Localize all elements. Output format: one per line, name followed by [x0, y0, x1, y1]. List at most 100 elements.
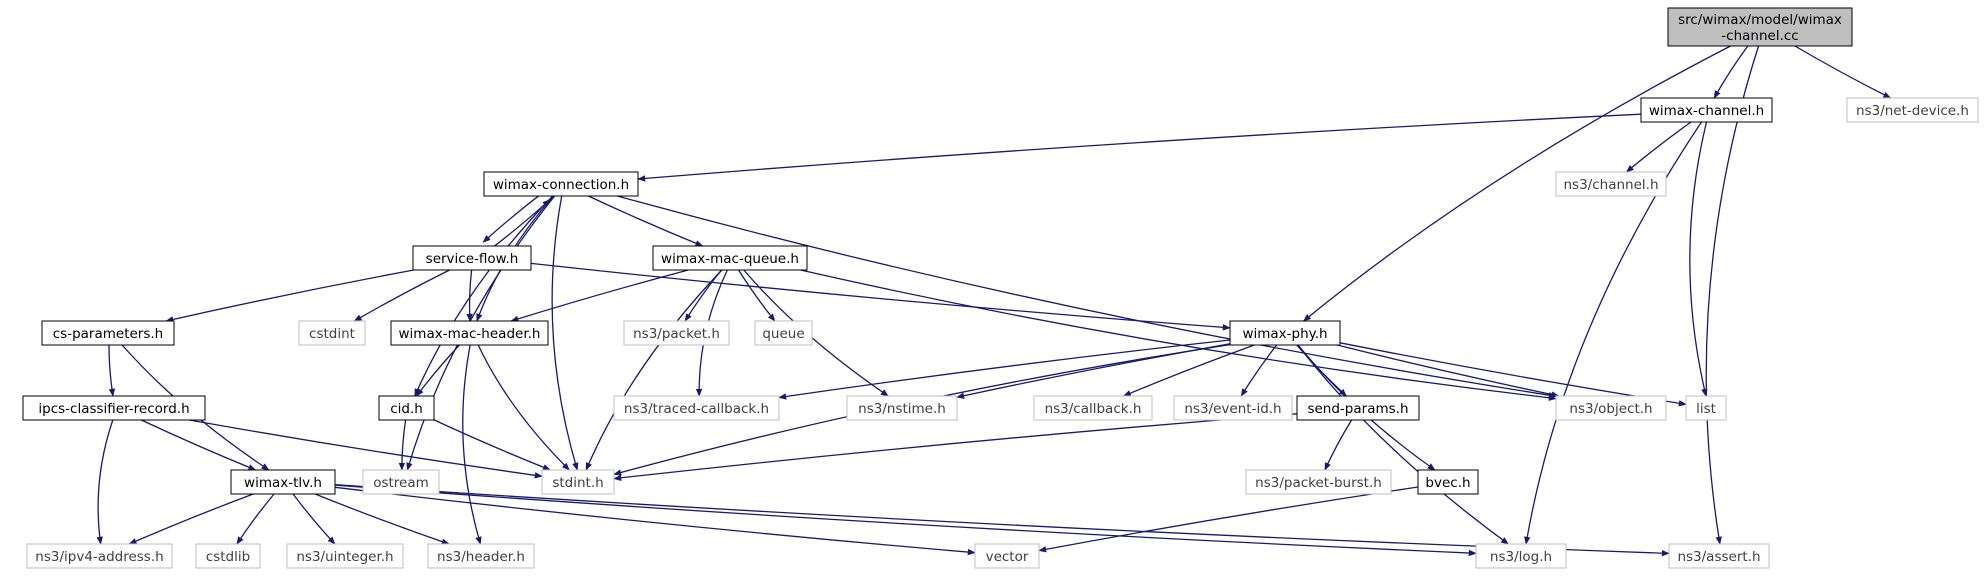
edge-ipcs-classifier-record-h-to-stdint-h [189, 419, 543, 479]
node-label: ns3/event-id.h [1184, 401, 1281, 417]
node-root-file[interactable]: src/wimax/model/wimax-channel.cc [1667, 7, 1853, 47]
edge-service-flow-h-to-cs-parameters-h [165, 269, 414, 323]
node-label: wimax-channel.h [1649, 103, 1764, 119]
node-label: queue [762, 326, 804, 342]
node-label: ns3/callback.h [1045, 401, 1142, 417]
node-label: cstdint [309, 326, 355, 342]
edge-wimax-mac-header-h-to-ns3-header-h [462, 344, 482, 545]
edge-root-to-wimax-channel-h [1713, 45, 1749, 99]
node-ns3-object-h: ns3/object.h [1555, 395, 1667, 421]
node-box [1229, 320, 1341, 346]
edge-wimax-mac-queue-h-to-ns3-object-h [800, 269, 1557, 401]
edge-root-to-ns3-net-device-h [1794, 45, 1892, 99]
node-box [1245, 469, 1392, 495]
edge-bvec-h-to-vector [1038, 486, 1419, 553]
node-wimax-channel-h[interactable]: wimax-channel.h [1640, 97, 1773, 123]
edge-service-flow-h-to-wimax-phy-h [530, 262, 1231, 331]
node-label: wimax-mac-queue.h [661, 251, 799, 267]
node-bvec-h[interactable]: bvec.h [1417, 469, 1479, 495]
nodes-layer: src/wimax/model/wimax-channel.cc wimax-ch… [22, 7, 1979, 569]
node-wimax-phy-h[interactable]: wimax-phy.h [1229, 320, 1341, 346]
edge-ipcs-classifier-record-h-to-wimax-tlv-h [141, 419, 257, 471]
edge-root-to-wimax-phy-h [1302, 45, 1731, 322]
node-cid-h[interactable]: cid.h [378, 395, 435, 421]
edge-cid-h-to-ostream [398, 419, 407, 471]
node-label: ns3/traced-callback.h [624, 401, 769, 417]
edge-wimax-mac-header-h-to-cid-h [416, 344, 460, 397]
edge-wimax-channel-h-to-ns3-channel-h [1625, 121, 1692, 173]
node-ostream: ostream [362, 469, 440, 495]
node-wimax-mac-queue-h[interactable]: wimax-mac-queue.h [652, 245, 808, 271]
node-cstdlib: cstdlib [195, 543, 261, 569]
node-box [390, 320, 549, 346]
node-stdint-h: stdint.h [541, 469, 615, 495]
node-label: ns3/net-device.h [1856, 103, 1969, 119]
node-box [1846, 97, 1979, 123]
node-box [1555, 395, 1667, 421]
node-box [230, 469, 336, 495]
node-box [846, 395, 958, 421]
node-box [1417, 469, 1479, 495]
node-box [754, 320, 813, 346]
node-label: ns3/header.h [437, 549, 525, 565]
node-label: service-flow.h [426, 251, 519, 267]
node-label: ostream [373, 475, 429, 491]
node-label: cid.h [390, 401, 423, 417]
node-box [298, 320, 366, 346]
node-ns3-event-id-h: ns3/event-id.h [1173, 395, 1293, 421]
node-ns3-log-h: ns3/log.h [1475, 543, 1567, 569]
edge-wimax-mac-header-h-to-stdint-h [477, 344, 570, 471]
node-vector: vector [974, 543, 1040, 569]
edge-wimax-mac-queue-h-to-stdint-h [585, 269, 723, 471]
edge-wimax-mac-queue-h-to-queue [738, 269, 776, 322]
node-box [1685, 395, 1727, 421]
node-label: wimax-phy.h [1242, 326, 1327, 342]
edge-service-flow-h-to-wimax-connection-h [489, 199, 551, 251]
node-box [427, 543, 535, 569]
node-wimax-connection-h[interactable]: wimax-connection.h [483, 171, 639, 197]
edge-cs-parameters-h-to-ipcs-classifier-record-h [108, 344, 116, 397]
node-cstdint: cstdint [298, 320, 366, 346]
edge-wimax-phy-h-to-ns3-nstime-h [956, 343, 1231, 399]
node-label: ns3/ipv4-address.h [35, 549, 163, 565]
edge-wimax-tlv-h-to-ns3-uinteger-h [292, 493, 336, 545]
node-ipcs-classifier-record-h[interactable]: ipcs-classifier-record.h [22, 395, 206, 421]
edge-wimax-connection-h-to-wimax-mac-queue-h [588, 195, 704, 247]
node-box [1173, 395, 1293, 421]
node-label: wimax-mac-header.h [399, 326, 541, 342]
node-cs-parameters-h[interactable]: cs-parameters.h [41, 320, 175, 346]
node-ns3-header-h: ns3/header.h [427, 543, 535, 569]
edge-wimax-mac-queue-h-to-wimax-mac-header-h [510, 269, 689, 322]
node-ns3-traced-callback-h: ns3/traced-callback.h [613, 395, 780, 421]
node-label: ns3/packet-burst.h [1255, 475, 1382, 491]
node-label: ns3/object.h [1569, 401, 1652, 417]
node-ns3-packet-burst-h: ns3/packet-burst.h [1245, 469, 1392, 495]
node-ns3-nstime-h: ns3/nstime.h [846, 395, 958, 421]
node-list: list [1685, 395, 1727, 421]
node-ns3-assert-h: ns3/assert.h [1668, 543, 1770, 569]
node-ns3-channel-h: ns3/channel.h [1555, 171, 1667, 197]
edge-send-params-h-to-ns3-packet-burst-h [1324, 419, 1353, 471]
node-label: ns3/nstime.h [858, 401, 946, 417]
node-label: bvec.h [1425, 475, 1470, 491]
edge-wimax-tlv-h-to-ns3-log-h [334, 484, 1477, 557]
edge-cid-h-to-stdint-h [433, 419, 551, 471]
node-box [1033, 395, 1153, 421]
edge-wimax-phy-h-to-ns3-log-h [1297, 344, 1509, 545]
node-ns3-net-device-h: ns3/net-device.h [1846, 97, 1979, 123]
node-box [1668, 543, 1770, 569]
edge-wimax-phy-h-to-ns3-callback-h [1122, 344, 1255, 397]
node-box [652, 245, 808, 271]
node-label: src/wimax/model/wimax [1678, 12, 1842, 28]
node-label: ns3/packet.h [633, 326, 720, 342]
node-wimax-tlv-h[interactable]: wimax-tlv.h [230, 469, 336, 495]
node-box [195, 543, 261, 569]
node-service-flow-h[interactable]: service-flow.h [412, 245, 532, 271]
node-label: -channel.cc [1721, 28, 1798, 44]
node-label: cs-parameters.h [53, 326, 163, 342]
node-ns3-uinteger-h: ns3/uinteger.h [286, 543, 404, 569]
node-send-params-h[interactable]: send-params.h [1296, 395, 1420, 421]
node-wimax-mac-header-h[interactable]: wimax-mac-header.h [390, 320, 549, 346]
node-label: ns3/log.h [1490, 549, 1552, 565]
edge-ipcs-classifier-record-h-to-ns3-ipv4-address-h [96, 419, 114, 545]
